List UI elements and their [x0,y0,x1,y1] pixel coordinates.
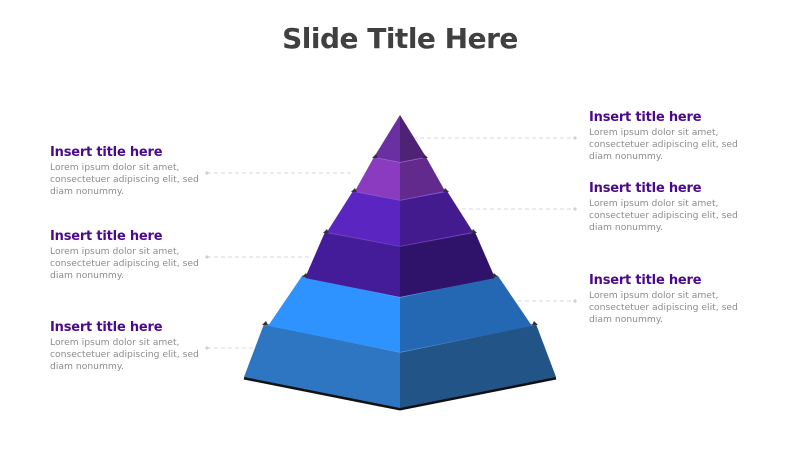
callout-body-line: diam nonummy. [50,270,124,281]
callout-body-line: Lorem ipsum dolor sit amet, [50,162,180,173]
callout-body-line: diam nonummy. [589,222,663,233]
callout-body-line: Lorem ipsum dolor sit amet, [589,198,719,209]
connector-dot [205,346,209,350]
callout-body-line: Lorem ipsum dolor sit amet, [589,127,719,138]
callout-body: Lorem ipsum dolor sit amet, consectetuer… [50,246,210,282]
callout-body-line: diam nonummy. [50,361,124,372]
pyramid-base-shadow [243,376,557,411]
slide-title: Slide Title Here [282,22,518,55]
connector-dot [573,207,577,211]
callout-body-line: Lorem ipsum dolor sit amet, [50,337,180,348]
callout-body: Lorem ipsum dolor sit amet, consectetuer… [50,337,210,373]
connector-dot [573,299,577,303]
callout-title: Insert title here [589,110,702,125]
connector-dot [205,171,209,175]
callout-body-line: consectetuer adipiscing elit, sed [50,258,199,269]
callout-title: Insert title here [589,273,702,288]
callout-title: Insert title here [50,320,163,335]
callout-body: Lorem ipsum dolor sit amet, consectetuer… [589,198,749,234]
callout-body-line: diam nonummy. [589,314,663,325]
pyramid-layer-4 [305,231,495,297]
callout-right-1: Insert title here Lorem ipsum dolor sit … [589,110,749,163]
pyramid-layer-1 [374,115,426,162]
callout-body: Lorem ipsum dolor sit amet, consectetuer… [589,127,749,163]
callout-left-3: Insert title here Lorem ipsum dolor sit … [50,320,210,373]
pyramid-layer-3 [327,190,473,246]
connector-dot [573,136,577,140]
callout-body-line: consectetuer adipiscing elit, sed [50,349,199,360]
callout-body-line: Lorem ipsum dolor sit amet, [589,290,719,301]
callout-body-line: consectetuer adipiscing elit, sed [589,210,738,221]
callout-right-2: Insert title here Lorem ipsum dolor sit … [589,181,749,234]
callout-body-line: Lorem ipsum dolor sit amet, [50,246,180,257]
connector-dot [205,255,209,259]
callout-title: Insert title here [50,229,163,244]
callout-body-line: consectetuer adipiscing elit, sed [50,174,199,185]
callout-body-line: consectetuer adipiscing elit, sed [589,139,738,150]
callout-title: Insert title here [50,145,163,160]
pyramid-layer-2 [355,156,445,200]
callout-title: Insert title here [589,181,702,196]
callout-body: Lorem ipsum dolor sit amet, consectetuer… [50,162,210,198]
callout-left-2: Insert title here Lorem ipsum dolor sit … [50,229,210,282]
callout-left-1: Insert title here Lorem ipsum dolor sit … [50,145,210,198]
callout-body-line: diam nonummy. [50,186,124,197]
callout-body: Lorem ipsum dolor sit amet, consectetuer… [589,290,749,326]
callout-right-3: Insert title here Lorem ipsum dolor sit … [589,273,749,326]
callout-body-line: diam nonummy. [589,151,663,162]
callout-body-line: consectetuer adipiscing elit, sed [589,302,738,313]
